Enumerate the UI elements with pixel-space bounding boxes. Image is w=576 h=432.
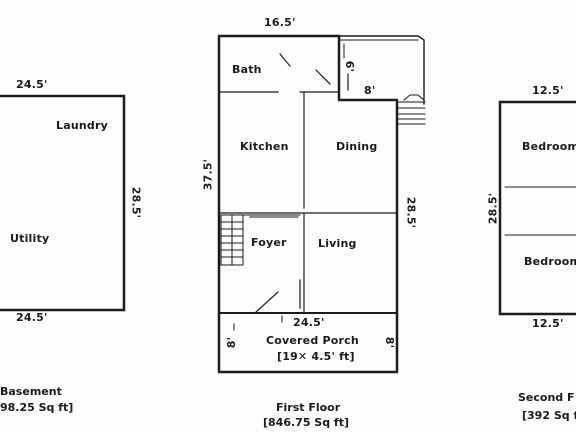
first-floor-caption-area: [846.75 Sq ft] — [263, 416, 350, 429]
room-utility: Utility — [10, 232, 50, 245]
basement-side-depth: 28.5' — [129, 186, 143, 219]
second-floor-side-depth: 28.5' — [486, 192, 500, 225]
first-floor-caption-name: First Floor — [276, 401, 341, 414]
second-floor-top-width: 12.5' — [532, 84, 564, 97]
second-floor-caption-area: [392 Sq f — [522, 409, 576, 422]
room-bedroom-top: Bedroom — [522, 140, 576, 153]
first-floor-left-depth: 37.5' — [201, 158, 215, 191]
first-floor-top-width: 16.5' — [264, 16, 296, 29]
room-foyer: Foyer — [251, 236, 287, 249]
room-bedroom-bottom: Bedroom — [524, 255, 576, 268]
porch-right-depth: 8' — [383, 336, 397, 349]
basement-outline — [0, 94, 126, 312]
notch-width: 8' — [364, 84, 376, 97]
first-floor-walls — [218, 53, 398, 314]
second-floor-caption-name: Second F — [518, 391, 575, 404]
dimension-ticks — [233, 315, 283, 331]
stairs — [220, 214, 301, 266]
room-bath: Bath — [232, 63, 262, 76]
room-living: Living — [318, 237, 357, 250]
basement-bottom-width: 24.5' — [16, 311, 48, 324]
basement-caption-name: Basement — [0, 385, 62, 398]
porch-area: [19✕ 4.5' ft] — [277, 350, 355, 363]
first-floor-right-depth: 28.5' — [404, 196, 418, 229]
second-floor-outline — [498, 100, 576, 316]
room-dining: Dining — [336, 140, 378, 153]
first-floor-outline — [217, 34, 426, 374]
room-covered-porch: Covered Porch — [266, 334, 359, 347]
second-floor-bottom-width: 12.5' — [532, 317, 564, 330]
room-laundry: Laundry — [56, 119, 108, 132]
porch-left-depth: 8' — [225, 336, 239, 349]
porch-width: 24.5' — [293, 316, 325, 329]
basement-top-width: 24.5' — [16, 78, 48, 91]
notch-depth: 6' — [343, 60, 357, 73]
room-kitchen: Kitchen — [240, 140, 289, 153]
basement-caption-area: 98.25 Sq ft] — [0, 401, 74, 414]
